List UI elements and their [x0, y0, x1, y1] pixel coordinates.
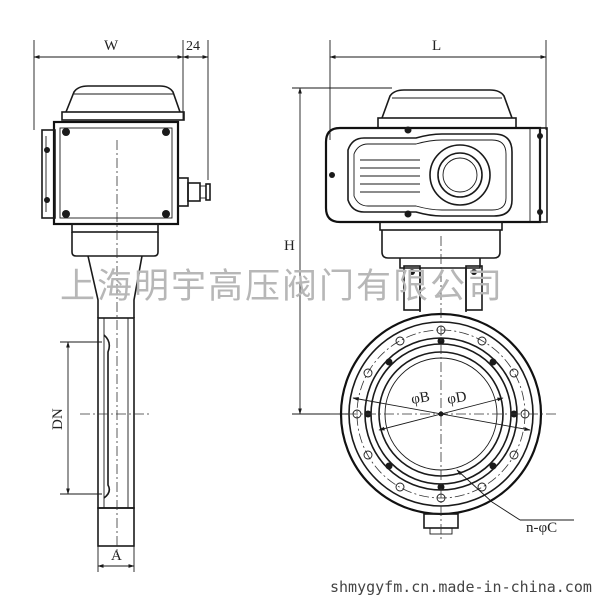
front-cover-panel: [347, 133, 513, 217]
side-handle-base: [61, 111, 185, 121]
front-view: [292, 40, 574, 540]
length-label: L: [432, 38, 441, 54]
width-label: W: [104, 38, 119, 54]
front-actuator-box: [324, 126, 542, 224]
side-valve-body: [97, 317, 135, 509]
side-screws: [44, 128, 170, 218]
height-label: H: [284, 238, 295, 254]
position-indicator: [429, 144, 491, 206]
side-mount: [71, 232, 159, 257]
bolt-circle-label: φB: [410, 389, 431, 408]
front-handle: [381, 89, 513, 119]
holes-leader-line: [491, 501, 521, 521]
dn-label: DN: [50, 408, 66, 430]
front-screws: [329, 126, 543, 218]
face-label: A: [111, 548, 122, 564]
company-watermark: 上海明宇高压阀门有限公司: [60, 267, 504, 307]
side-disc: [103, 334, 111, 499]
side-handle: [65, 85, 181, 113]
website-url: shmygyfm.cn.made-in-china.com: [330, 578, 592, 596]
offset-label: 24: [186, 39, 200, 54]
side-view: [33, 40, 211, 572]
panel-shading: [360, 159, 420, 193]
cable-gland: [177, 177, 211, 207]
holes-label: n-φC: [526, 520, 557, 536]
bore-label: φD: [446, 389, 468, 408]
side-cover-plate: [41, 129, 56, 219]
side-actuator-box: [52, 120, 180, 226]
